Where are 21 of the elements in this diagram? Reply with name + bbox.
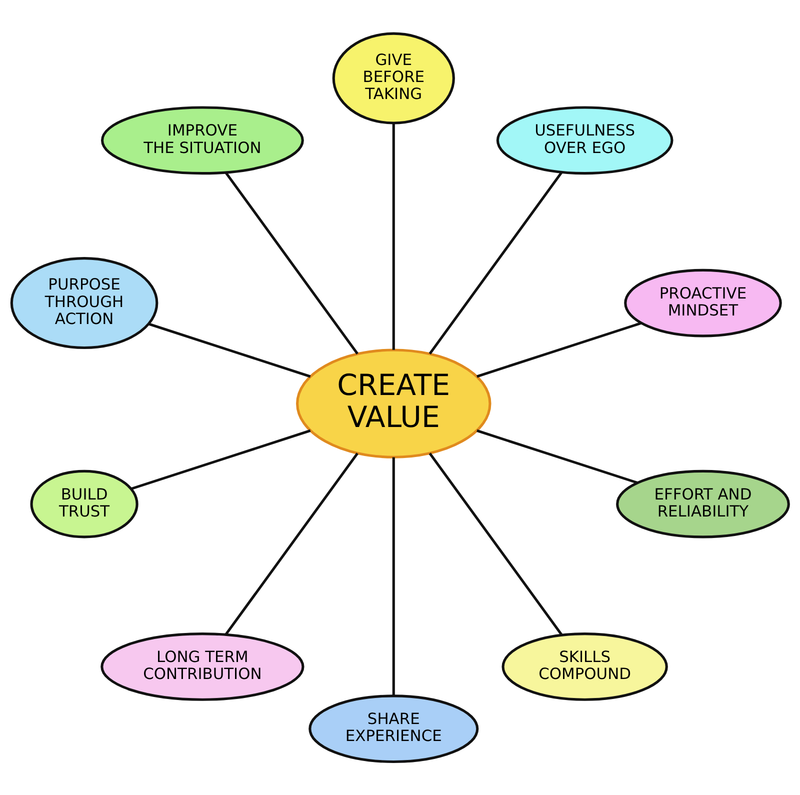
connector [130, 429, 311, 490]
node-ellipse: PROACTIVE MINDSET [624, 268, 782, 338]
connector [392, 457, 395, 696]
node-ellipse: PURPOSE THROUGH ACTION [10, 257, 158, 350]
node-ellipse: LONG TERM CONTRIBUTION [100, 632, 304, 701]
node-ellipse: GIVE BEFORE TAKING [332, 32, 455, 124]
node-ellipse: SHARE EXPERIENCE [308, 694, 479, 764]
node-ellipse: IMPROVE THE SITUATION [100, 106, 304, 175]
node-ellipse: EFFORT AND RELIABILITY [616, 470, 790, 538]
node-ellipse: USEFULNESS OVER EGO [496, 106, 674, 175]
node-ellipse: BUILD TRUST [30, 470, 138, 538]
connector [392, 123, 395, 350]
connector [476, 322, 642, 378]
node-ellipse: SKILLS COMPOUND [502, 632, 668, 701]
connector [428, 171, 563, 355]
connector [224, 452, 358, 636]
node-ellipse: CREATE VALUE [296, 348, 492, 458]
connector [148, 322, 311, 378]
connector [476, 429, 638, 484]
connector [224, 172, 358, 355]
connector [428, 452, 563, 636]
